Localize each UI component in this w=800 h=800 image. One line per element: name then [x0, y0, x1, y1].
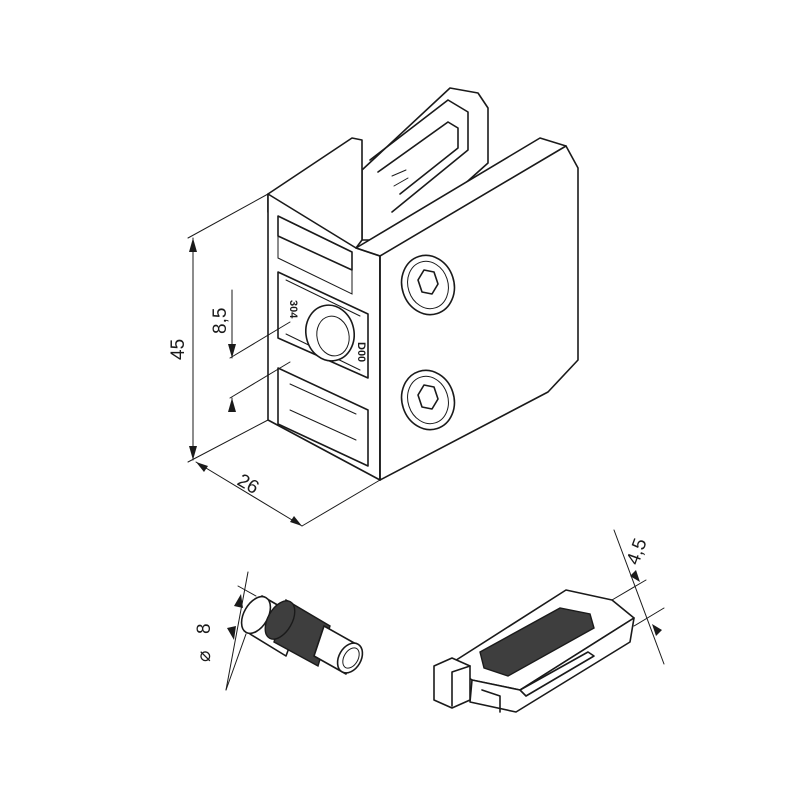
upper-recess-depth [277, 221, 353, 295]
screw-top [400, 254, 456, 316]
lower-recess [277, 367, 369, 467]
hex-socket-icon [417, 384, 439, 410]
insert-rubber-pad [479, 607, 595, 677]
lower-recess-depth [289, 383, 357, 441]
dimension-slot-height: 8,5 [210, 289, 291, 412]
screw-bottom-head [400, 369, 456, 431]
material-mark: 304 [287, 300, 299, 319]
dimension-height: 45 [168, 193, 269, 463]
glass-clamp-body: 304 D00 [267, 87, 579, 481]
pin-diameter-symbol: ⌀ [194, 651, 215, 662]
pin-hole [305, 304, 355, 362]
pin-hole-inner [316, 315, 350, 357]
pin-front-cap-inner [342, 647, 360, 669]
screw-bottom [400, 369, 456, 431]
slot-height-label: 8,5 [210, 308, 231, 334]
dimension-pin-diameter: ⌀ 8 [194, 571, 257, 691]
glass-insert [433, 589, 635, 713]
depth-label: 26 [234, 470, 263, 499]
locking-pin [240, 595, 364, 675]
rear-slot-inner [377, 121, 459, 195]
pin-sleeve-end [264, 600, 296, 640]
screw-top-head [400, 254, 456, 316]
code-mark: D00 [355, 342, 367, 362]
rear-slot-outer [369, 99, 469, 213]
center-window [277, 271, 369, 379]
screw-bottom-rim [407, 375, 449, 425]
insert-thickness-label: 4,5 [623, 536, 652, 568]
insert-notch [451, 665, 501, 713]
screw-top-rim [407, 260, 449, 310]
dimension-depth: 26 [195, 461, 381, 527]
hex-socket-icon [417, 269, 439, 295]
height-label: 45 [168, 339, 189, 360]
pin-diameter-label: 8 [194, 623, 215, 634]
rear-slot-mark [391, 169, 409, 187]
insert-rib [519, 651, 595, 697]
